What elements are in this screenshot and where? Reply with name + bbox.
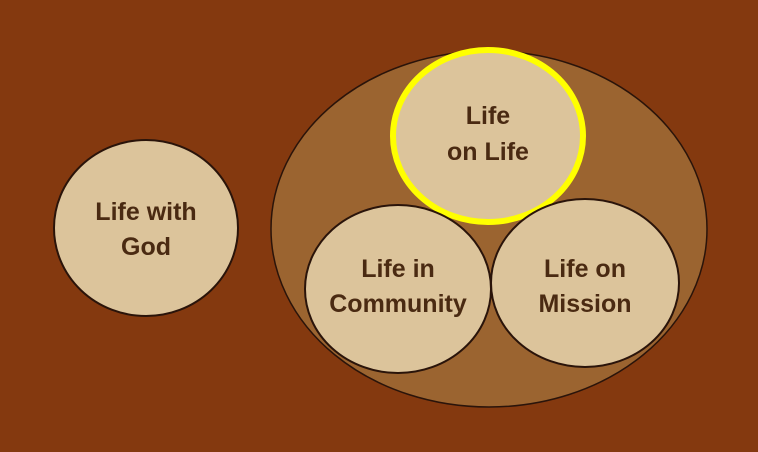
node-life-on-life: Life on Life <box>390 47 586 225</box>
life-on-life-line1: Life <box>466 102 511 130</box>
node-life-in-community: Life in Community <box>304 204 492 374</box>
life-on-mission-line1: Life on <box>544 255 626 283</box>
life-with-god-line1: Life with <box>95 198 196 226</box>
node-life-on-mission: Life on Mission <box>490 198 680 368</box>
life-on-life-circle <box>390 47 586 225</box>
life-with-god-circle <box>53 139 239 317</box>
life-in-community-circle <box>304 204 492 374</box>
life-on-life-line2: on Life <box>447 138 529 166</box>
life-with-god-line2: God <box>121 233 171 261</box>
node-life-with-god: Life with God <box>53 139 239 317</box>
life-on-mission-circle <box>490 198 680 368</box>
life-in-community-line1: Life in <box>361 255 435 283</box>
life-on-mission-line2: Mission <box>538 290 631 318</box>
life-in-community-line2: Community <box>329 290 467 318</box>
